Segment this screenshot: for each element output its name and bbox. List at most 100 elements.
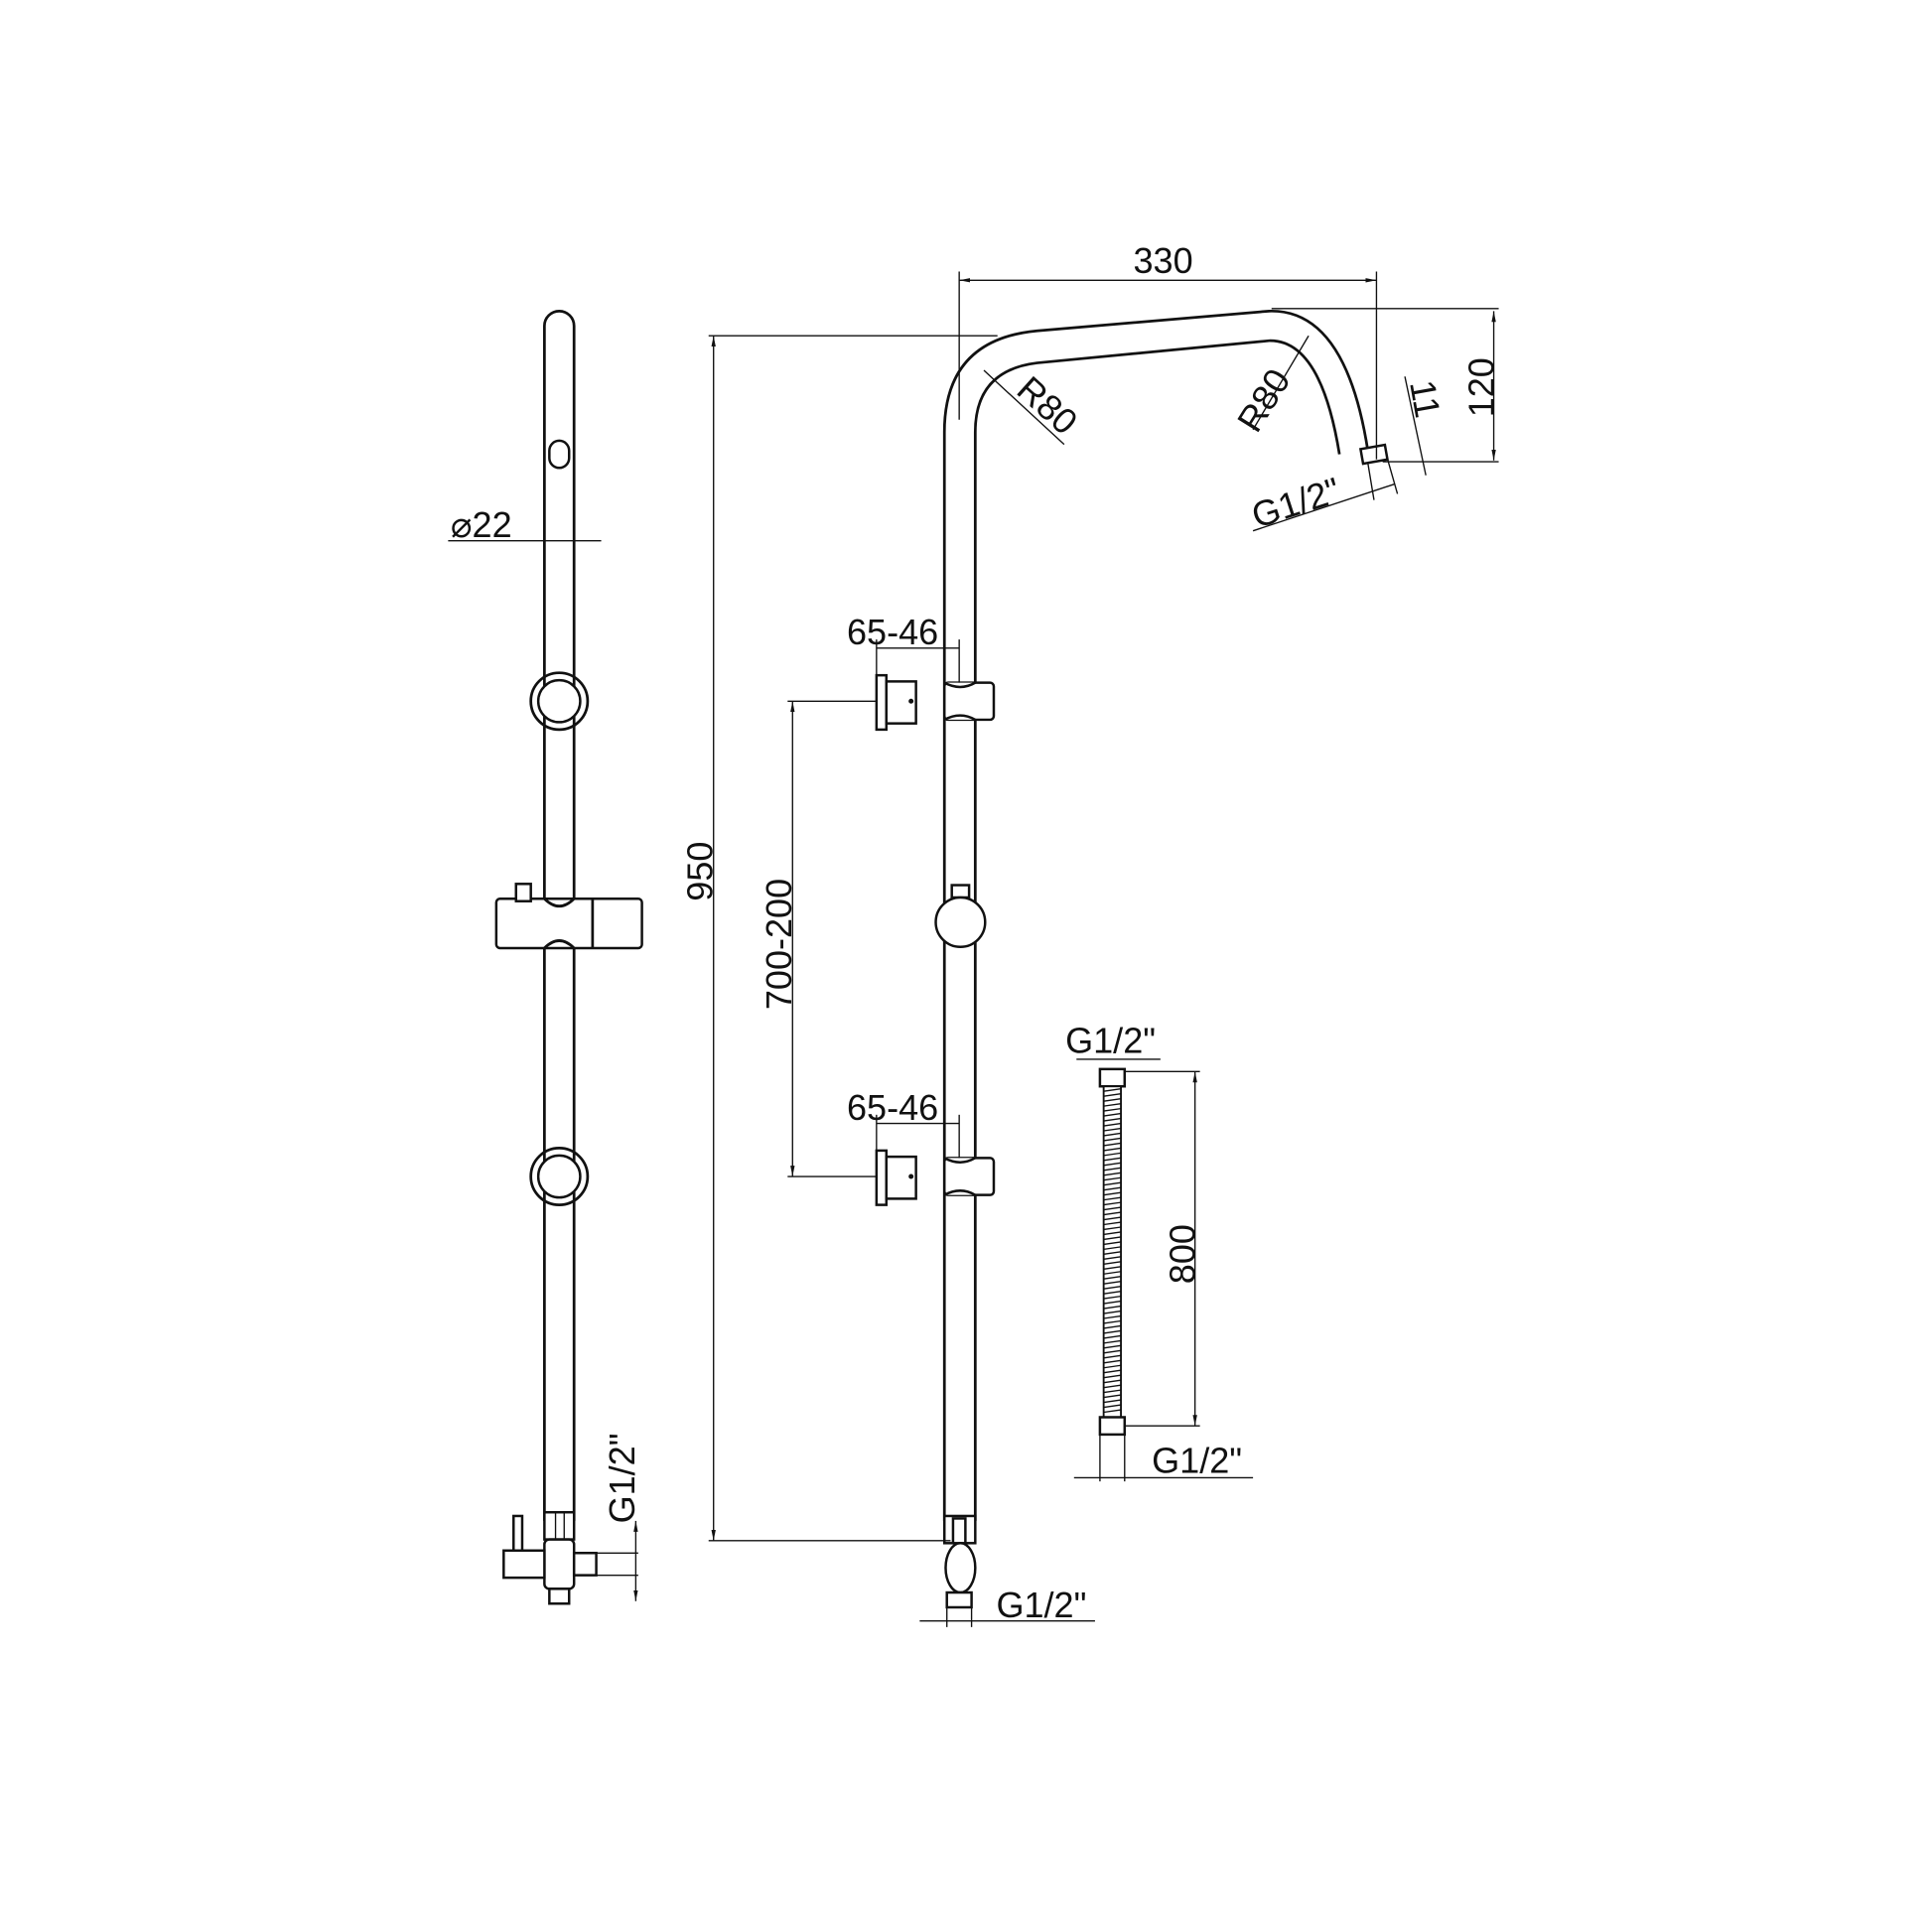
bottom-connector (942, 1514, 977, 1609)
arm-reach-label: 330 (1133, 240, 1192, 281)
bracket-offset-top-label: 65-46 (847, 612, 938, 652)
handshower-holder (934, 884, 987, 948)
hose-coil (1103, 1167, 1122, 1172)
hose-coil (1103, 1157, 1122, 1162)
arm-thread-label: G1/2" (1247, 470, 1345, 536)
hose-coil (1103, 1295, 1122, 1300)
hose-coil (1103, 1369, 1122, 1374)
hose-coil (1103, 1241, 1122, 1246)
hose-coil (1103, 1329, 1122, 1334)
bracket-span-label: 700-200 (759, 879, 799, 1010)
hose-coil (1103, 1261, 1122, 1265)
hose-coil (1103, 1142, 1122, 1147)
hose-coil (1103, 1354, 1122, 1359)
hose-coil (1103, 1399, 1122, 1404)
hose-coil (1103, 1389, 1122, 1394)
hose-coil (1103, 1324, 1122, 1329)
hose-coil (1103, 1226, 1122, 1231)
hose-coil (1103, 1137, 1122, 1142)
hose-coil (1103, 1117, 1122, 1122)
wall-bracket-top (875, 673, 996, 732)
height-label: 950 (679, 842, 720, 901)
arm-nozzle (1358, 443, 1389, 466)
hose-bottom-thread-label: G1/2" (1152, 1440, 1242, 1480)
hose-coil (1103, 1127, 1122, 1132)
hose-coil (1103, 1300, 1122, 1305)
hose-coil (1103, 1097, 1122, 1102)
top-cap (548, 439, 571, 470)
hose-coil (1103, 1404, 1122, 1409)
nozzle-dim-line (1404, 376, 1427, 476)
hose-coil (1103, 1349, 1122, 1354)
wall-bracket-bottom-side (529, 1147, 590, 1206)
hose-coil (1103, 1271, 1122, 1275)
radius-right-label: R80 (1229, 361, 1299, 439)
hose-coil (1103, 1314, 1122, 1319)
hose-coil (1103, 1162, 1122, 1167)
hose-length-label: 800 (1163, 1224, 1203, 1284)
front-view: 330 120 11 R80 R80 G1/2" 950 700-200 65-… (679, 240, 1502, 1627)
hose-coil (1103, 1285, 1122, 1290)
hose-coil (1103, 1276, 1122, 1280)
diameter-label: ⌀22 (451, 504, 512, 545)
arm-height-label: 120 (1461, 357, 1502, 417)
hose-coil (1103, 1152, 1122, 1157)
hose-coil (1103, 1093, 1122, 1097)
hose-coil (1103, 1359, 1122, 1364)
hose-coil (1103, 1334, 1122, 1339)
hose-coil (1103, 1132, 1122, 1137)
radius-right-leader (1252, 335, 1310, 431)
hose-coil (1103, 1246, 1122, 1251)
hose-coil (1103, 1107, 1122, 1112)
radius-left-label: R80 (1010, 368, 1086, 443)
hose-coil (1103, 1409, 1122, 1414)
hose-coil (1103, 1364, 1122, 1369)
hose-coil (1103, 1196, 1122, 1201)
hose-bottom-nut (1098, 1416, 1127, 1437)
hose-coil (1103, 1211, 1122, 1216)
hose-coil (1103, 1201, 1122, 1206)
slider-side (494, 883, 643, 950)
hose-coil (1103, 1266, 1122, 1270)
riser-rod-side (542, 310, 576, 1521)
bracket-offset-bottom-label: 65-46 (847, 1087, 938, 1128)
hose-coil (1103, 1379, 1122, 1384)
hose-coil (1103, 1206, 1122, 1211)
radius-left-leader (983, 369, 1065, 446)
hose-coil (1103, 1256, 1122, 1260)
side-view: ⌀22 G1/2" (448, 310, 643, 1605)
hose-coil (1103, 1122, 1122, 1127)
hose-coil (1103, 1374, 1122, 1379)
hose-coil (1103, 1339, 1122, 1344)
hose-coil (1103, 1181, 1122, 1186)
left-thread-label: G1/2" (602, 1433, 642, 1523)
diverter-valve-side (502, 1510, 598, 1605)
hose-coil (1103, 1344, 1122, 1349)
hose-coil (1103, 1216, 1122, 1221)
arm-thread-dim-line (1252, 483, 1396, 532)
wall-bracket-bottom (875, 1149, 996, 1206)
hose-coil (1103, 1251, 1122, 1256)
shower-hose: G1/2" 800 G1/2" (1065, 1021, 1254, 1482)
hose-coil (1103, 1221, 1122, 1226)
hose-coil (1103, 1394, 1122, 1399)
hose-coil (1103, 1290, 1122, 1295)
hose-coil (1103, 1186, 1122, 1191)
riser-arm-outer (942, 309, 1370, 1521)
hose-coil (1103, 1384, 1122, 1389)
riser-arm-inner (973, 339, 1341, 1521)
hose-coil (1103, 1112, 1122, 1117)
hose-coil (1103, 1172, 1122, 1176)
hose-coil (1103, 1305, 1122, 1310)
hose-coil (1103, 1147, 1122, 1152)
bottom-thread-label: G1/2" (996, 1585, 1086, 1625)
wall-bracket-top-side (529, 671, 590, 732)
hose-coil (1103, 1281, 1122, 1285)
hose-coil (1103, 1319, 1122, 1324)
hose-top-nut (1098, 1067, 1127, 1088)
hose-coil (1103, 1102, 1122, 1107)
nozzle-length-label: 11 (1402, 377, 1449, 421)
hose-top-thread-label: G1/2" (1065, 1021, 1156, 1061)
hose-coil (1103, 1176, 1122, 1181)
